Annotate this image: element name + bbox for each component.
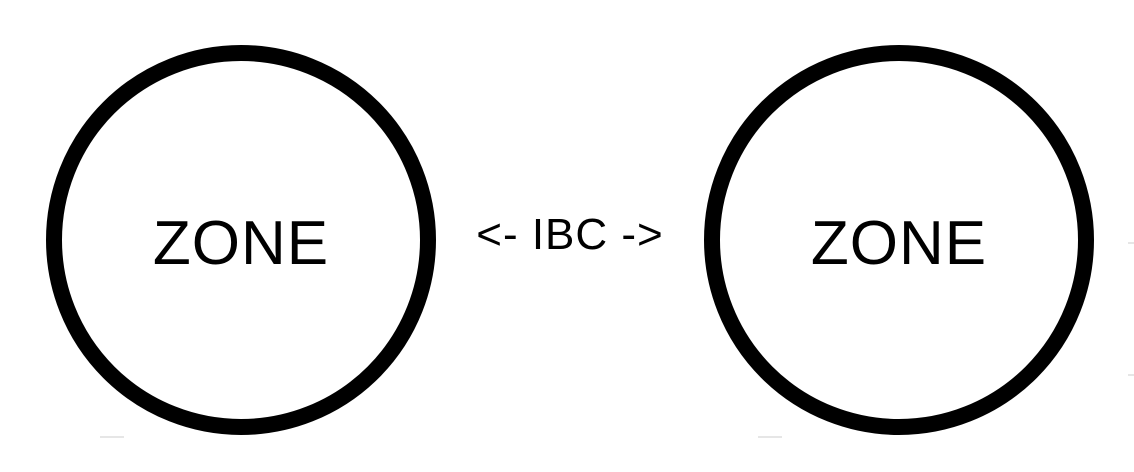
- faint-mark: [1128, 242, 1134, 244]
- faint-mark: [1128, 374, 1134, 376]
- faint-mark: [758, 436, 782, 438]
- zone-left-label: ZONE: [152, 209, 330, 278]
- ibc-connector-label: <- IBC ->: [476, 210, 664, 259]
- ibc-connector: <- IBC ->: [436, 205, 704, 265]
- zone-left-circle: ZONE: [46, 45, 436, 435]
- zone-right-circle: ZONE: [704, 45, 1094, 435]
- zone-right-label: ZONE: [810, 209, 988, 278]
- faint-mark: [100, 436, 124, 438]
